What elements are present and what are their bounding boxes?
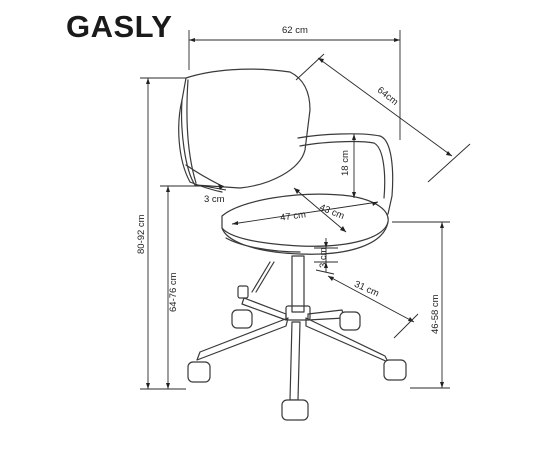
dim-base-radius [315,269,419,339]
backrest [181,68,311,189]
label-depth: 64cm [375,85,400,108]
label-width: 62 cm [282,25,308,36]
label-armrest-width: 3 cm [204,194,225,205]
dim-armrest-floor-height [160,185,212,390]
label-total-height: 80-92 cm [136,214,147,254]
dim-armrest-height [352,134,356,198]
casters [187,285,407,421]
dim-seat-width [231,201,379,225]
dim-seat-depth [293,187,347,233]
product-title: GASLY [66,9,173,44]
armrest-right [297,133,394,215]
label-seat-thickness: 3 cm [318,247,329,268]
label-seat-height: 46-58 cm [430,294,441,334]
label-armrest-floor-height: 64-76 cm [168,272,179,312]
label-seat-width: 47 cm [279,209,306,224]
dim-seat-height [392,221,450,389]
gas-lift [291,255,305,313]
dim-seat-thickness [314,238,338,272]
dim-depth [295,53,471,183]
star-base [196,297,389,401]
dim-armrest-width [203,184,227,191]
label-armrest-height: 18 cm [340,150,351,176]
dim-width [188,30,401,140]
chair-illustration [178,68,407,421]
